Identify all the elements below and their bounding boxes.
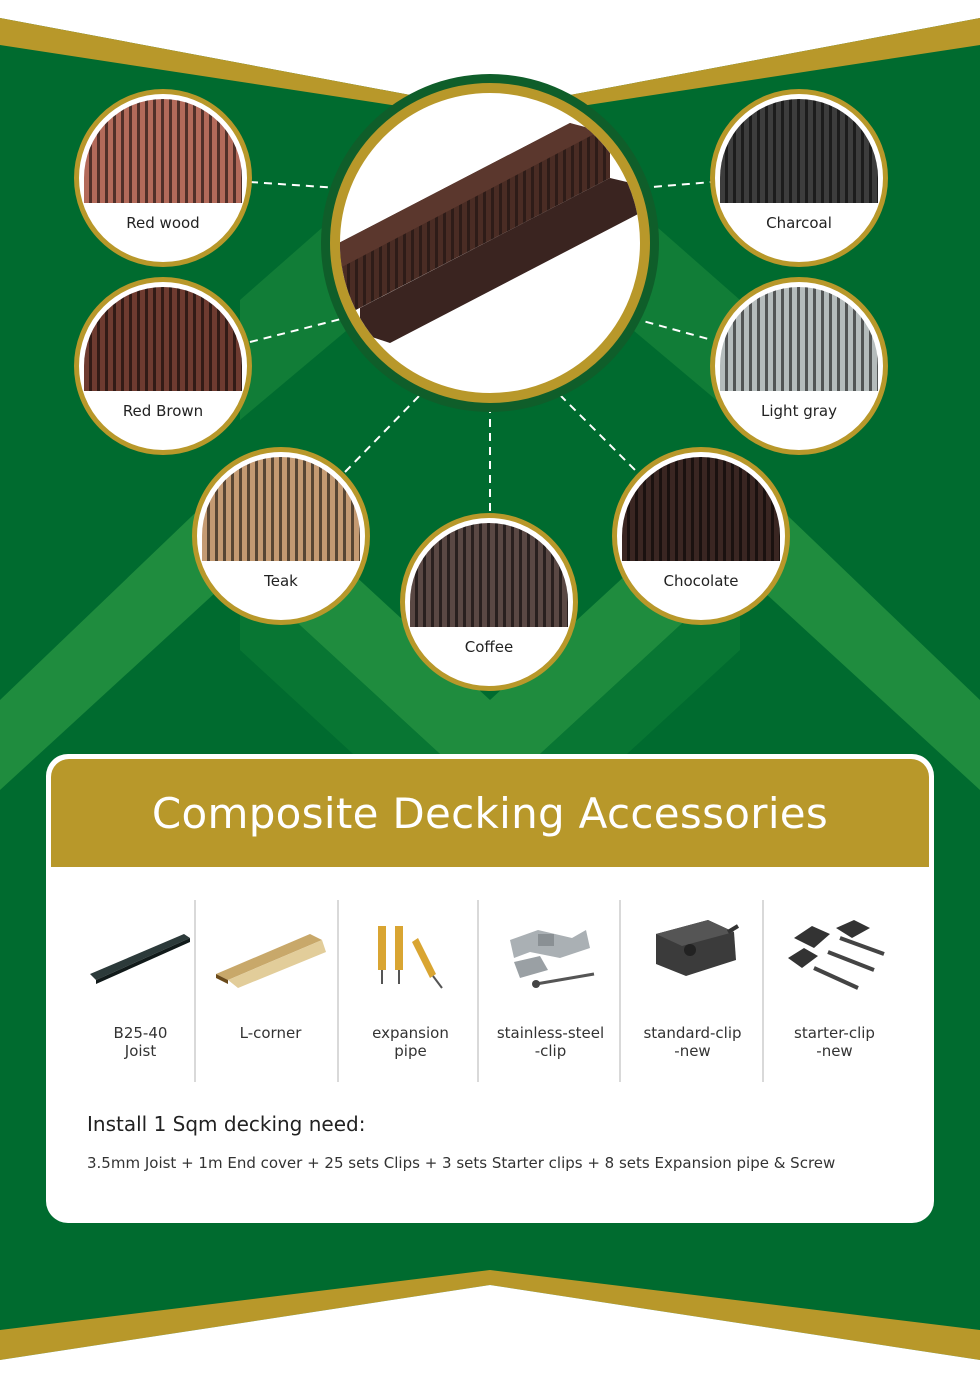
l-corner-icon xyxy=(216,934,326,988)
swatch-texture xyxy=(720,287,878,392)
swatch-teak[interactable]: Teak xyxy=(192,447,370,625)
stainless-clip-icon xyxy=(510,930,595,988)
swatch-texture xyxy=(720,99,878,204)
divider xyxy=(337,900,339,1082)
install-title: Install 1 Sqm decking need: xyxy=(87,1112,366,1136)
standard-clip-icon xyxy=(656,920,740,976)
swatch-label: Chocolate xyxy=(663,571,739,590)
swatch-label: Charcoal xyxy=(766,213,832,232)
divider xyxy=(619,900,621,1082)
accessory-name: L-corner xyxy=(239,1024,302,1042)
accessory-stainless-clip[interactable]: stainless-steel-clip xyxy=(480,900,621,1082)
swatch-label: Red wood xyxy=(126,213,200,232)
swatch-texture xyxy=(84,99,242,204)
accessory-name: stainless-steel-clip xyxy=(496,1024,605,1060)
swatch-texture xyxy=(410,523,568,628)
install-text: 3.5mm Joist + 1m End cover + 25 sets Cli… xyxy=(87,1154,836,1172)
starter-clip-icon xyxy=(788,920,885,990)
swatch-label: Teak xyxy=(264,571,298,590)
accessory-name: starter-clip-new xyxy=(794,1024,875,1060)
accessory-starter-clip[interactable]: starter-clip-new xyxy=(764,900,905,1082)
swatch-texture xyxy=(84,287,242,392)
divider xyxy=(762,900,764,1082)
swatch-texture xyxy=(202,457,360,562)
joist-icon xyxy=(90,934,190,984)
swatch-coffee[interactable]: Coffee xyxy=(400,513,578,691)
swatch-red-brown[interactable]: Red Brown xyxy=(74,277,252,455)
decking-board-image xyxy=(340,123,640,343)
swatch-red-wood[interactable]: Red wood xyxy=(74,89,252,267)
accessory-l-corner[interactable]: L-corner xyxy=(200,900,341,1082)
swatch-chocolate[interactable]: Chocolate xyxy=(612,447,790,625)
divider xyxy=(194,900,196,1082)
swatch-label: Red Brown xyxy=(122,401,204,420)
expansion-pipe-icon xyxy=(378,926,443,989)
swatch-light-gray[interactable]: Light gray xyxy=(710,277,888,455)
swatch-label: Light gray xyxy=(761,401,837,420)
hero-product-circle xyxy=(330,83,650,403)
divider xyxy=(477,900,479,1082)
swatch-label: Coffee xyxy=(464,637,514,656)
accessory-standard-clip[interactable]: standard-clip-new xyxy=(622,900,763,1082)
swatch-texture xyxy=(622,457,780,562)
accessory-name: standard-clip-new xyxy=(643,1024,742,1060)
accessories-banner: Composite Decking Accessories xyxy=(51,759,929,867)
swatch-charcoal[interactable]: Charcoal xyxy=(710,89,888,267)
accessories-title: Composite Decking Accessories xyxy=(151,788,829,838)
